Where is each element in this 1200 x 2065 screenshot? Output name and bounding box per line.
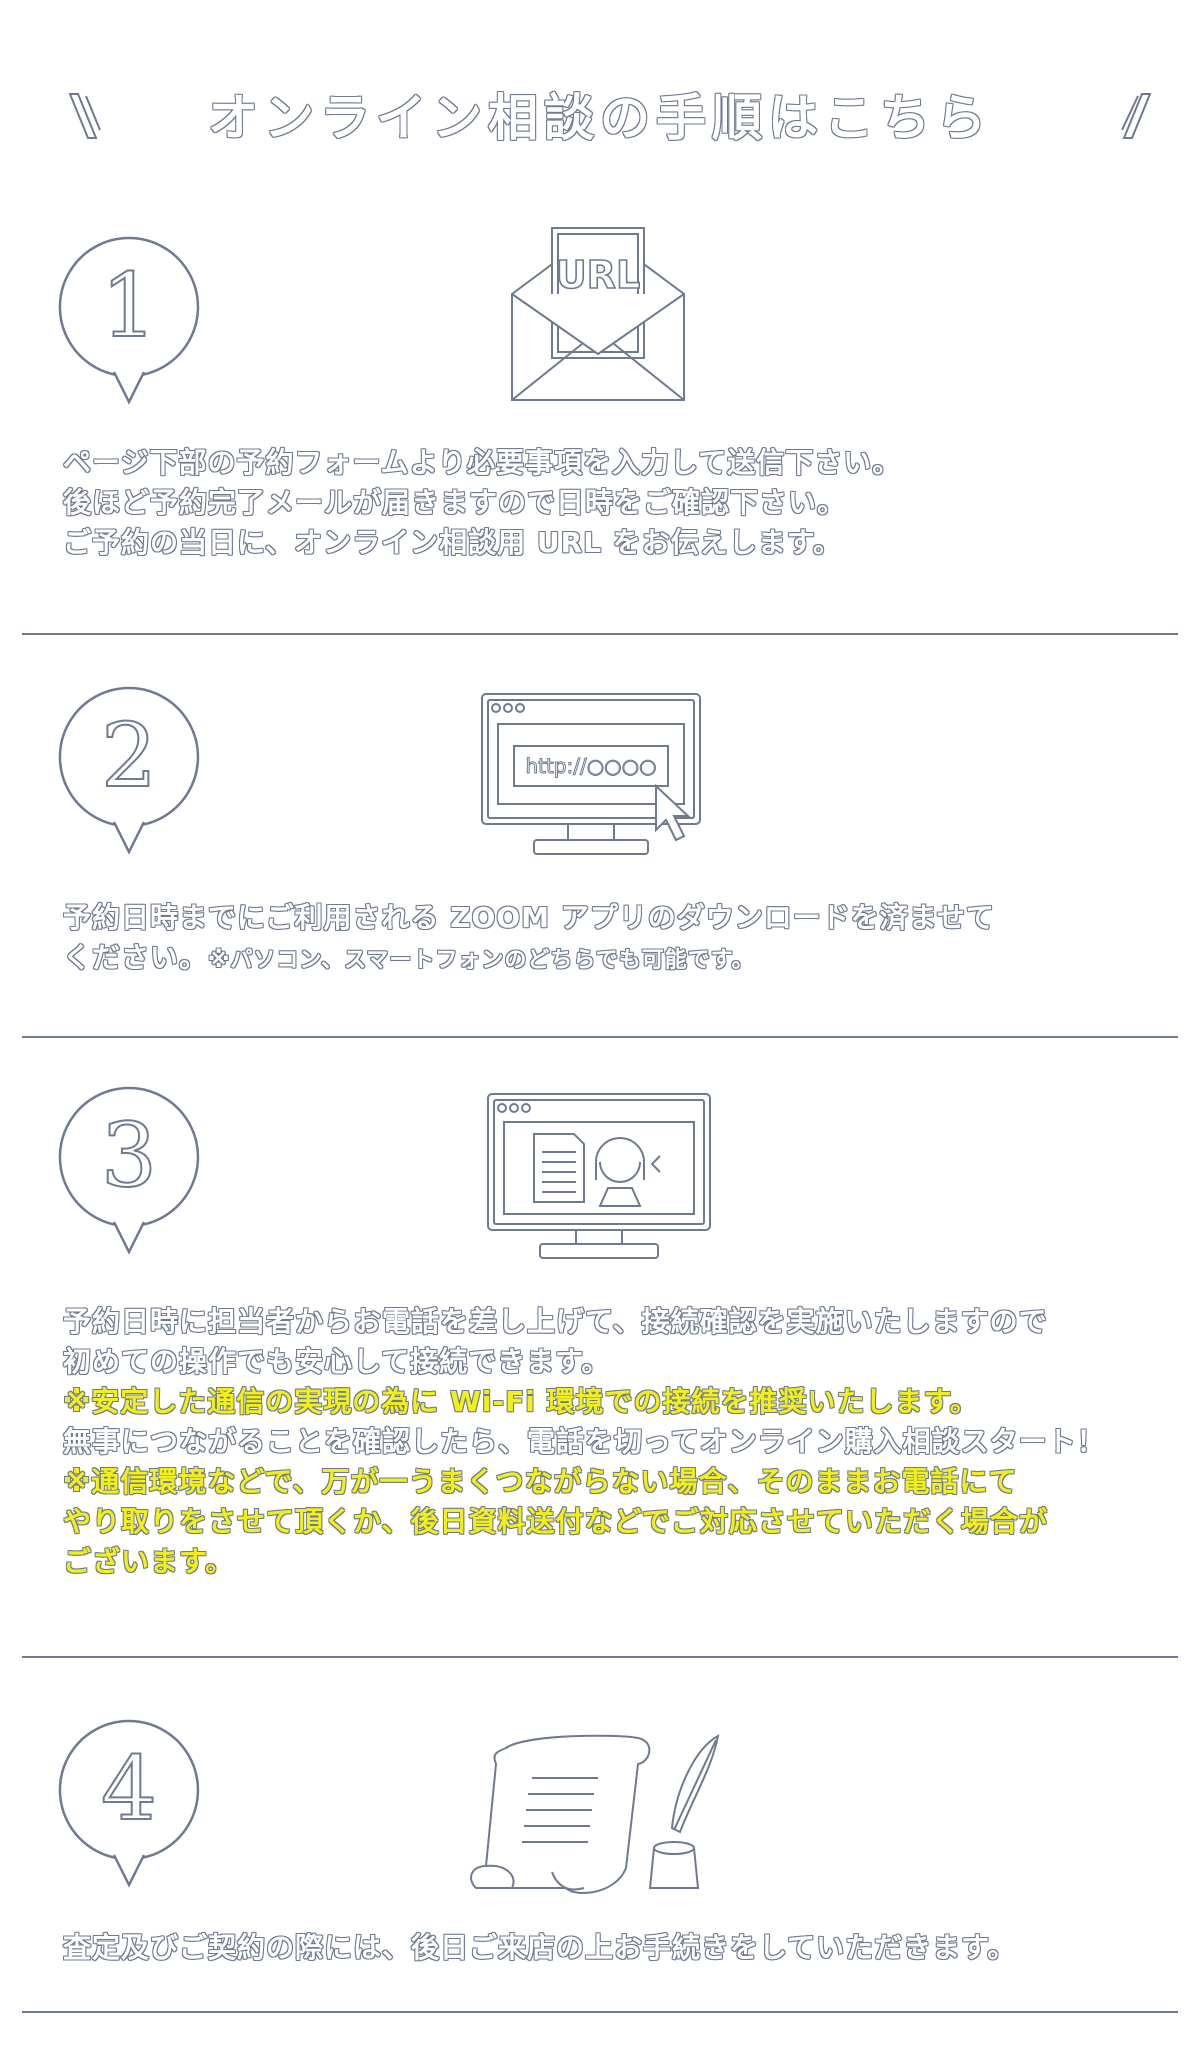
step-3-number: 3 (101, 1104, 157, 1207)
step-2-note: ※パソコン、スマートフォンのどちらでも可能です。 (208, 948, 755, 973)
step-4-text: 査定及びご契約の際には、後日ご来店の上お手続きをしていただきます。 (63, 1928, 1173, 1968)
step-2-number: 2 (101, 704, 157, 807)
step-2-text: 予約日時までにご利用される ZOOM アプリのダウンロードを済ませて ください。… (63, 898, 1173, 981)
step-1-line-3: ご予約の当日に、オンライン相談用 URL をお伝えします。 (63, 526, 842, 559)
url-label: URL (556, 253, 640, 297)
step-2-line-2-main: ください。 (63, 941, 209, 974)
step-1-text: ページ下部の予約フォームより必要事項を入力して送信下さい。 後ほど予約完了メール… (63, 443, 1173, 563)
step-3-fallback-note-2: やり取りをさせて頂くか、後日資料送付などでご対応させていただく場合が (63, 1505, 1048, 1538)
step-3-text: 予約日時に担当者からお電話を差し上げて、接続確認を実施いたしますので 初めての操… (63, 1302, 1173, 1582)
step-3-fallback-note-3: ございます。 (63, 1545, 235, 1578)
step-4-badge: 4 (54, 1715, 204, 1905)
computer-browser-icon: http://○○○○ (478, 690, 718, 864)
divider-4 (22, 2000, 1178, 2013)
step-1-badge: 1 (54, 232, 204, 422)
step-1-number: 1 (101, 254, 157, 357)
video-call-icon (484, 1090, 714, 1266)
page-title: オンライン相談の手順はこちら (208, 89, 992, 147)
step-3-wifi-note: ※安定した通信の実現の為に Wi-Fi 環境での接続を推奨いたします。 (63, 1385, 979, 1418)
url-envelope-icon: URL (508, 222, 688, 408)
step-3-line-4: 無事につながることを確認したら、電話を切ってオンライン購入相談スタート！ (63, 1425, 1106, 1458)
step-1-line-1: ページ下部の予約フォームより必要事項を入力して送信下さい。 (63, 446, 902, 479)
step-4-number: 4 (101, 1737, 157, 1840)
step-4-line-1: 査定及びご契約の際には、後日ご来店の上お手続きをしていただきます。 (63, 1931, 1017, 1964)
step-3-badge: 3 (54, 1082, 204, 1272)
url-text: http://○○○○ (525, 754, 656, 778)
step-2-line-1: 予約日時までにご利用される ZOOM アプリのダウンロードを済ませて (63, 901, 995, 934)
scroll-quill-icon (466, 1728, 736, 1904)
step-2-line-2: ください。※パソコン、スマートフォンのどちらでも可能です。 (63, 938, 1173, 981)
step-2-badge: 2 (54, 682, 204, 872)
step-3-fallback-note-1: ※通信環境などで、万が一うまくつながらない場合、そのままお電話にて (63, 1465, 1018, 1498)
divider-2 (22, 1025, 1178, 1038)
left-slash-decoration (62, 88, 112, 152)
divider-3 (22, 1645, 1178, 1658)
step-1-line-2: 後ほど予約完了メールが届きますので日時をご確認下さい。 (63, 486, 847, 519)
step-3-line-2: 初めての操作でも安心して接続できます。 (63, 1345, 611, 1378)
step-3-line-1: 予約日時に担当者からお電話を差し上げて、接続確認を実施いたしますので (63, 1305, 1048, 1338)
right-slash-decoration (1108, 88, 1158, 152)
divider-1 (22, 622, 1178, 635)
